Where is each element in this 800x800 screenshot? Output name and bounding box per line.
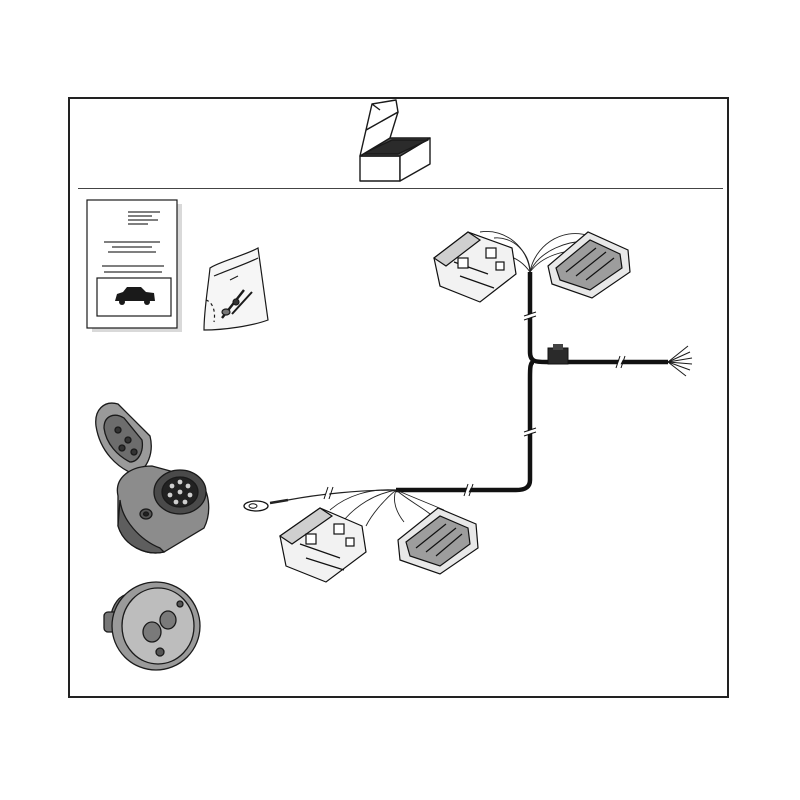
gasket-plate-icon [103, 581, 201, 671]
bag-of-screws-icon [203, 247, 269, 331]
document-with-car-icon [86, 199, 182, 332]
open-box-icon [359, 99, 431, 182]
header-divider [78, 188, 723, 189]
trailer-socket-icon [95, 402, 210, 554]
wiring-harness-icon [243, 231, 693, 583]
diagram-frame [68, 97, 729, 698]
